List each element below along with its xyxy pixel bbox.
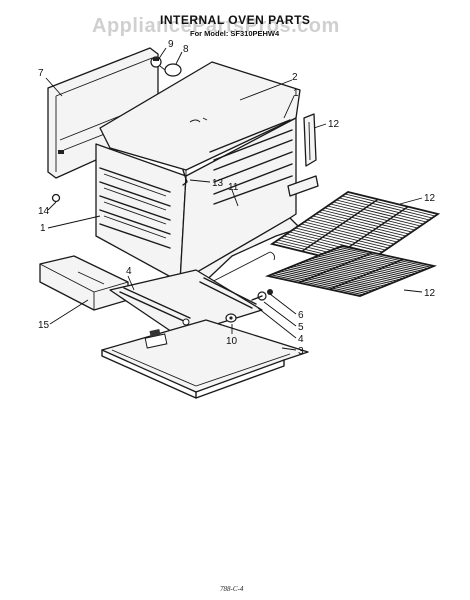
leader-lines (45, 47, 423, 351)
back-panel-part (47, 47, 159, 179)
igniter-part (251, 289, 273, 301)
oven-bottom-part (101, 319, 309, 399)
callout-12-lower: 12 (424, 288, 436, 299)
callout-5: 5 (298, 322, 304, 333)
callout-3: 3 (298, 346, 304, 357)
callout-16: 15 (38, 320, 50, 331)
model-number: For Model: SF310PEHW4 (190, 29, 280, 38)
callout-13: 12 (328, 119, 340, 130)
grommet-part (225, 313, 237, 323)
callout-1: 1 (40, 223, 46, 234)
callout-11: 11 (228, 182, 239, 193)
callout-1-upper: 1 (293, 88, 299, 99)
callout-8: 8 (183, 44, 189, 55)
front-trim-part (39, 255, 129, 311)
callout-4: 4 (298, 334, 304, 345)
callout-9: 9 (168, 39, 174, 50)
watermark: AppliancePartsPros.com (92, 15, 340, 37)
callout-numbers: 7 9 8 2 1 12 13 11 12 12 14 1 4 15 6 5 4… (38, 39, 436, 357)
screw-part (51, 193, 61, 203)
callout-7: 7 (38, 68, 44, 79)
callout-2: 2 (292, 72, 298, 83)
footer-code: 788-C-4 (220, 585, 244, 593)
callout-10: 10 (226, 336, 238, 347)
oven-rack-lower (264, 245, 438, 297)
clip-part (182, 169, 188, 186)
callout-14: 13 (212, 178, 224, 189)
callout-12-upper: 12 (424, 193, 436, 204)
shelf-support-part (287, 113, 319, 197)
light-bulb-part (159, 63, 182, 77)
diagram-title: INTERNAL OVEN PARTS (160, 13, 310, 27)
callout-4-upper: 4 (126, 266, 132, 277)
callout-15: 14 (38, 206, 50, 217)
callout-6: 6 (298, 310, 304, 321)
